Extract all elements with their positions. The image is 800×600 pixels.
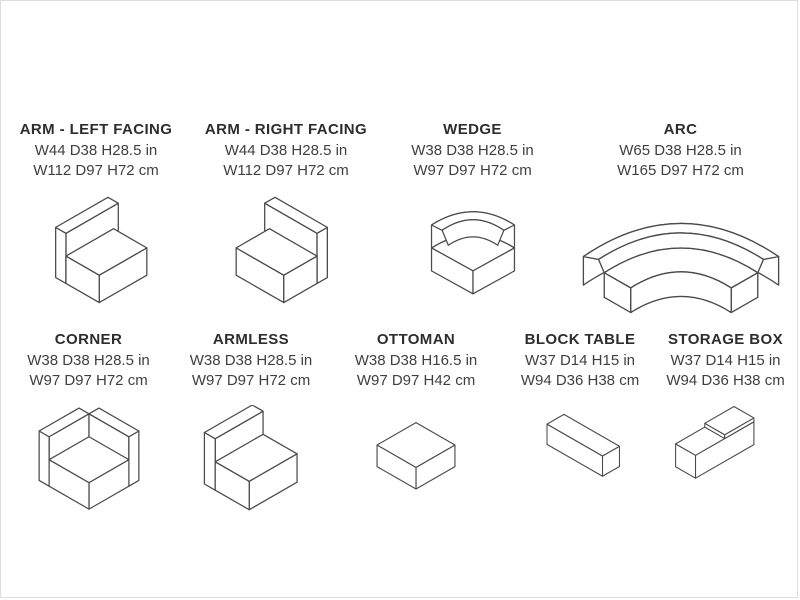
module-dims-in: W37 D14 H15 in <box>670 352 781 369</box>
module-dims-cm: W97 D97 H72 cm <box>29 372 148 389</box>
module-title: STORAGE BOX <box>668 331 783 348</box>
module-dims-in: W37 D14 H15 in <box>524 352 636 369</box>
module-title: BLOCK TABLE <box>524 331 636 348</box>
arc-drawing <box>572 195 790 314</box>
modules-row-1: ARM - LEFT FACING W44 D38 H28.5 in W112 … <box>1 121 797 314</box>
module-title: ARC <box>663 121 698 138</box>
ottoman-drawing <box>352 405 480 521</box>
module-arm-left-facing: ARM - LEFT FACING W44 D38 H28.5 in W112 … <box>1 121 191 311</box>
module-dims-cm: W165 D97 H72 cm <box>617 162 744 179</box>
module-title: WEDGE <box>443 121 502 138</box>
block-table-drawing <box>520 405 640 521</box>
arm-left-facing-drawing <box>19 195 174 311</box>
module-dims-in: W38 D38 H28.5 in <box>411 142 534 159</box>
module-arc: ARC W65 D38 H28.5 in W165 D97 H72 cm <box>564 121 797 314</box>
module-dims-cm: W97 D97 H42 cm <box>356 372 476 389</box>
module-wedge: WEDGE W38 D38 H28.5 in W97 D97 H72 cm <box>381 121 564 311</box>
storage-box-drawing <box>665 405 787 521</box>
module-dims-cm: W97 D97 H72 cm <box>191 372 311 389</box>
module-title: ARMLESS <box>212 331 290 348</box>
module-dims-cm: W94 D36 H38 cm <box>666 372 785 389</box>
module-dims-in: W38 D38 H28.5 in <box>27 352 150 369</box>
module-title: ARM - RIGHT FACING <box>204 121 368 138</box>
module-block-table: BLOCK TABLE W37 D14 H15 in W94 D36 H38 c… <box>506 331 654 521</box>
modules-row-2: CORNER W38 D38 H28.5 in W97 D97 H72 cm A <box>1 331 797 521</box>
armless-drawing <box>180 405 322 521</box>
module-dims-in: W44 D38 H28.5 in <box>224 142 348 159</box>
module-dims-in: W44 D38 H28.5 in <box>34 142 158 159</box>
wedge-drawing <box>398 195 548 311</box>
module-dims-in: W38 D38 H28.5 in <box>189 352 313 369</box>
module-dims-cm: W112 D97 H72 cm <box>223 162 349 179</box>
module-storage-box: STORAGE BOX W37 D14 H15 in W94 D36 H38 c… <box>654 331 797 521</box>
module-dims-cm: W97 D97 H72 cm <box>413 162 532 179</box>
module-armless: ARMLESS W38 D38 H28.5 in W97 D97 H72 cm <box>176 331 326 521</box>
module-title: CORNER <box>54 331 123 348</box>
arm-right-facing-drawing <box>209 195 364 311</box>
module-corner: CORNER W38 D38 H28.5 in W97 D97 H72 cm <box>1 331 176 521</box>
module-ottoman: OTTOMAN W38 D38 H16.5 in W97 D97 H42 cm <box>326 331 506 521</box>
corner-drawing <box>14 405 164 521</box>
module-dims-in: W65 D38 H28.5 in <box>619 142 742 159</box>
module-title: ARM - LEFT FACING <box>19 121 173 138</box>
module-dims-cm: W112 D97 H72 cm <box>33 162 159 179</box>
module-title: OTTOMAN <box>376 331 456 348</box>
module-dims-cm: W94 D36 H38 cm <box>520 372 640 389</box>
module-arm-right-facing: ARM - RIGHT FACING W44 D38 H28.5 in W112… <box>191 121 381 311</box>
module-dims-in: W38 D38 H16.5 in <box>354 352 478 369</box>
